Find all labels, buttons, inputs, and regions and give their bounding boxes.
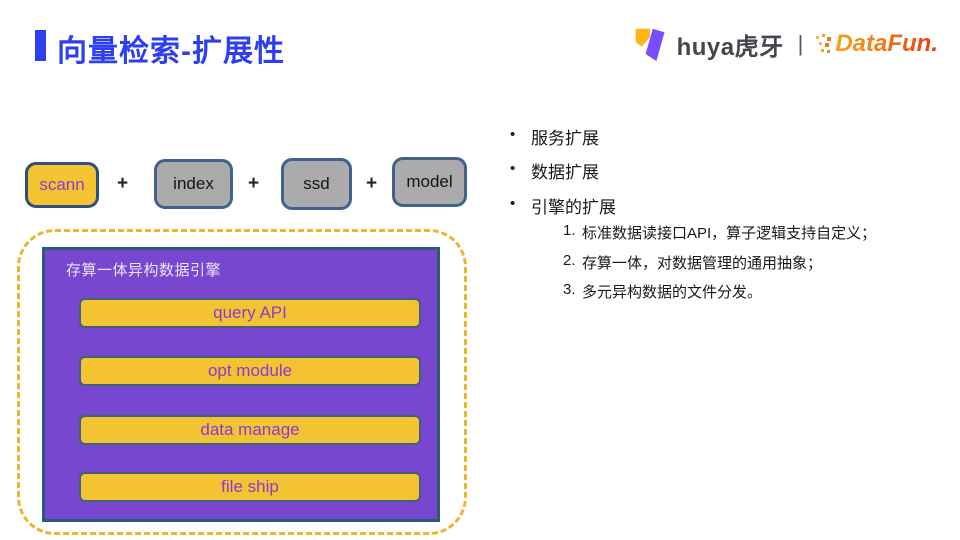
module-label: file ship [221,477,279,496]
numbered-item: 2. 存算一体，对数据管理的通用抽象； [563,252,822,273]
module-bar-data-manage: data manage [79,415,421,445]
number-marker: 3. [563,281,576,298]
datafun-logo-text: DataFun. [835,30,938,57]
bullet-marker: • [510,126,516,143]
bullet-text: 服务扩展 [531,129,599,148]
module-bar-opt-module: opt module [79,356,421,386]
engine-container: 存算一体异构数据引擎 query API opt module data man… [42,247,440,522]
module-label: opt module [207,361,293,380]
plus-sign: + [117,173,129,194]
number-marker: 2. [563,252,576,269]
numbered-text: 多元异构数据的文件分发。 [582,284,763,301]
bullet-text: 数据扩展 [531,163,599,182]
module-label: data manage [200,420,300,439]
datafun-dots-icon [816,34,832,53]
numbered-item: 1. 标准数据读接口API，算子逻辑支持自定义； [563,222,876,243]
number-marker: 1. [563,222,576,239]
plus-sign: + [366,173,378,194]
logo-separator: | [797,31,804,56]
bullet-item: • 引擎的扩展 [510,193,616,218]
module-label: query API [213,303,287,322]
bullet-item: • 数据扩展 [510,158,599,183]
engine-dashed-outline [17,229,467,535]
numbered-text: 存算一体，对数据管理的通用抽象； [582,255,823,272]
component-label: scann [39,175,85,194]
component-label: ssd [303,174,330,193]
module-bar-query-api: query API [79,298,421,328]
plus-sign: + [248,173,260,194]
engine-container-label: 存算一体异构数据引擎 [66,262,222,279]
numbered-text: 标准数据读接口API，算子逻辑支持自定义； [582,225,877,242]
bullet-item: • 服务扩展 [510,124,599,149]
component-box-scann: scann [25,162,99,208]
component-label: index [173,174,214,193]
bullet-marker: • [510,160,516,177]
module-bar-file-ship: file ship [79,472,421,502]
logo-row: huya虎牙 | DataFun. [633,24,938,64]
page-title: 向量检索-扩展性 [57,35,285,68]
title-accent-bar [35,30,46,61]
component-box-model: model [392,157,467,207]
component-box-index: index [154,159,233,209]
bullet-text: 引擎的扩展 [531,198,616,217]
huya-logo-text: huya虎牙 [676,33,784,61]
bullet-marker: • [510,195,516,212]
component-label: model [406,172,453,191]
huya-logo-icon [635,28,665,62]
numbered-item: 3. 多元异构数据的文件分发。 [563,281,762,302]
component-box-ssd: ssd [281,158,352,210]
